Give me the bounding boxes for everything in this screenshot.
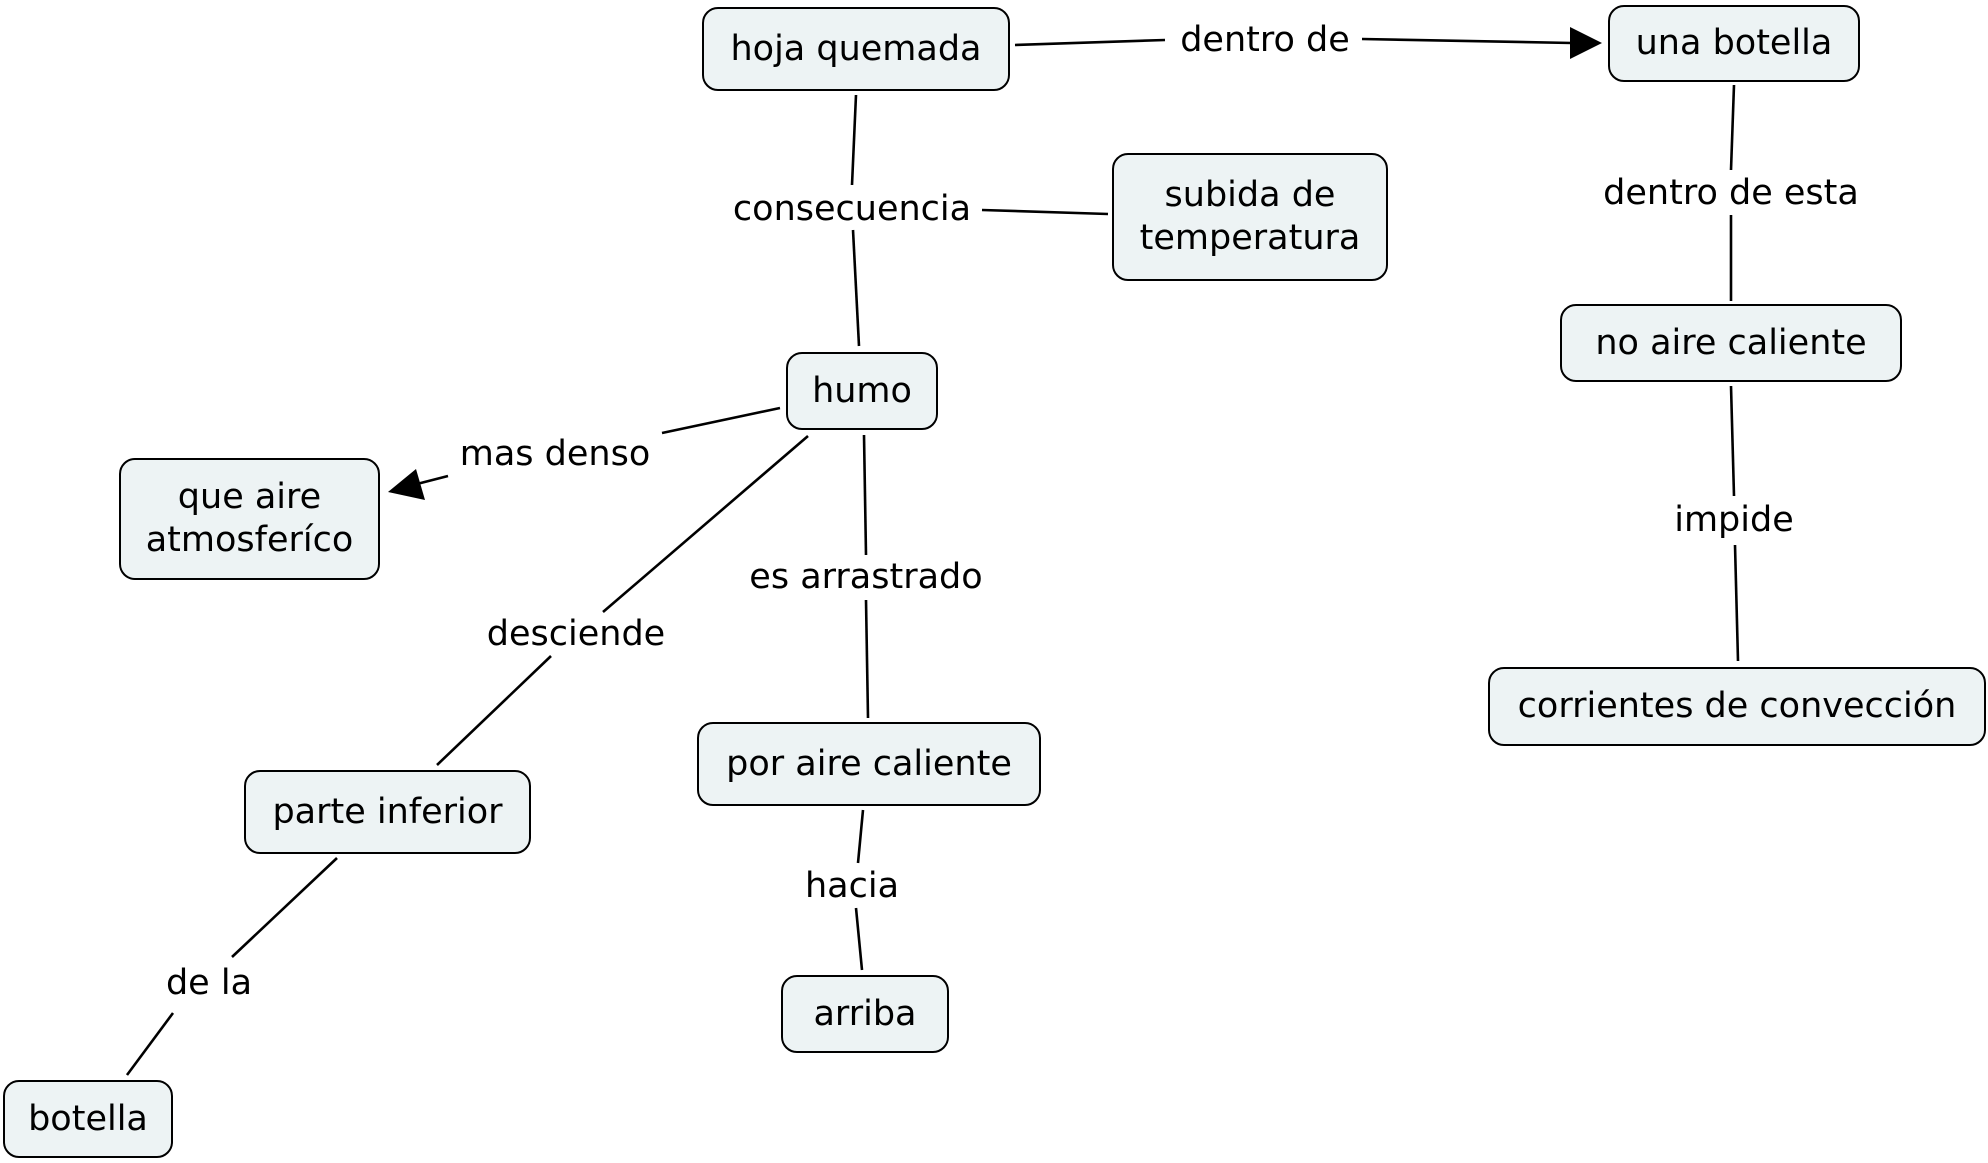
connector-line: [981, 208, 1109, 216]
concept-arriba[interactable]: arriba: [781, 975, 949, 1053]
concept-subida-de-temperatura[interactable]: subida de temperatura: [1112, 153, 1388, 281]
connector-line: [1729, 84, 1736, 171]
arrowhead-left: [388, 469, 425, 500]
link-hacia[interactable]: hacia: [798, 866, 906, 906]
concept-no-aire-caliente[interactable]: no aire caliente: [1560, 304, 1902, 382]
connector-line: [864, 599, 870, 719]
link-impide[interactable]: impide: [1668, 500, 1800, 540]
connector-line: [231, 857, 338, 958]
concept-corrientes-de-conveccion[interactable]: corrientes de convección: [1488, 667, 1986, 746]
concept-hoja-quemada[interactable]: hoja quemada: [702, 7, 1010, 91]
link-dentro-de-esta[interactable]: dentro de esta: [1597, 173, 1865, 213]
connector-line: [854, 907, 864, 971]
connector-line: [1733, 544, 1740, 662]
connector-line: [856, 809, 865, 864]
link-es-arrastrado[interactable]: es arrastrado: [743, 557, 989, 597]
link-mas-denso[interactable]: mas denso: [453, 434, 657, 474]
concept-humo[interactable]: humo: [786, 352, 938, 430]
connector-line: [436, 655, 552, 766]
link-de-la[interactable]: de la: [159, 963, 259, 1003]
link-dentro-de[interactable]: dentro de: [1174, 20, 1356, 60]
connector-line: [862, 434, 868, 556]
connector-line: [125, 1012, 175, 1076]
connector-line: [602, 435, 809, 613]
concept-que-aire-atmosferico[interactable]: que aire atmosferíco: [119, 458, 380, 580]
link-desciende[interactable]: desciende: [480, 614, 672, 654]
connector-line: [1014, 38, 1166, 47]
connector-line: [851, 229, 861, 347]
connector-line: [661, 406, 781, 435]
concept-por-aire-caliente[interactable]: por aire caliente: [697, 722, 1041, 806]
connector-line: [1729, 385, 1736, 497]
arrowhead-right: [1570, 27, 1602, 59]
connector-line: [1361, 37, 1573, 45]
connector-line: [850, 94, 858, 186]
link-consecuencia[interactable]: consecuencia: [726, 189, 978, 229]
concept-una-botella[interactable]: una botella: [1608, 5, 1860, 82]
concept-botella[interactable]: botella: [3, 1080, 173, 1158]
concept-parte-inferior[interactable]: parte inferior: [244, 770, 531, 854]
